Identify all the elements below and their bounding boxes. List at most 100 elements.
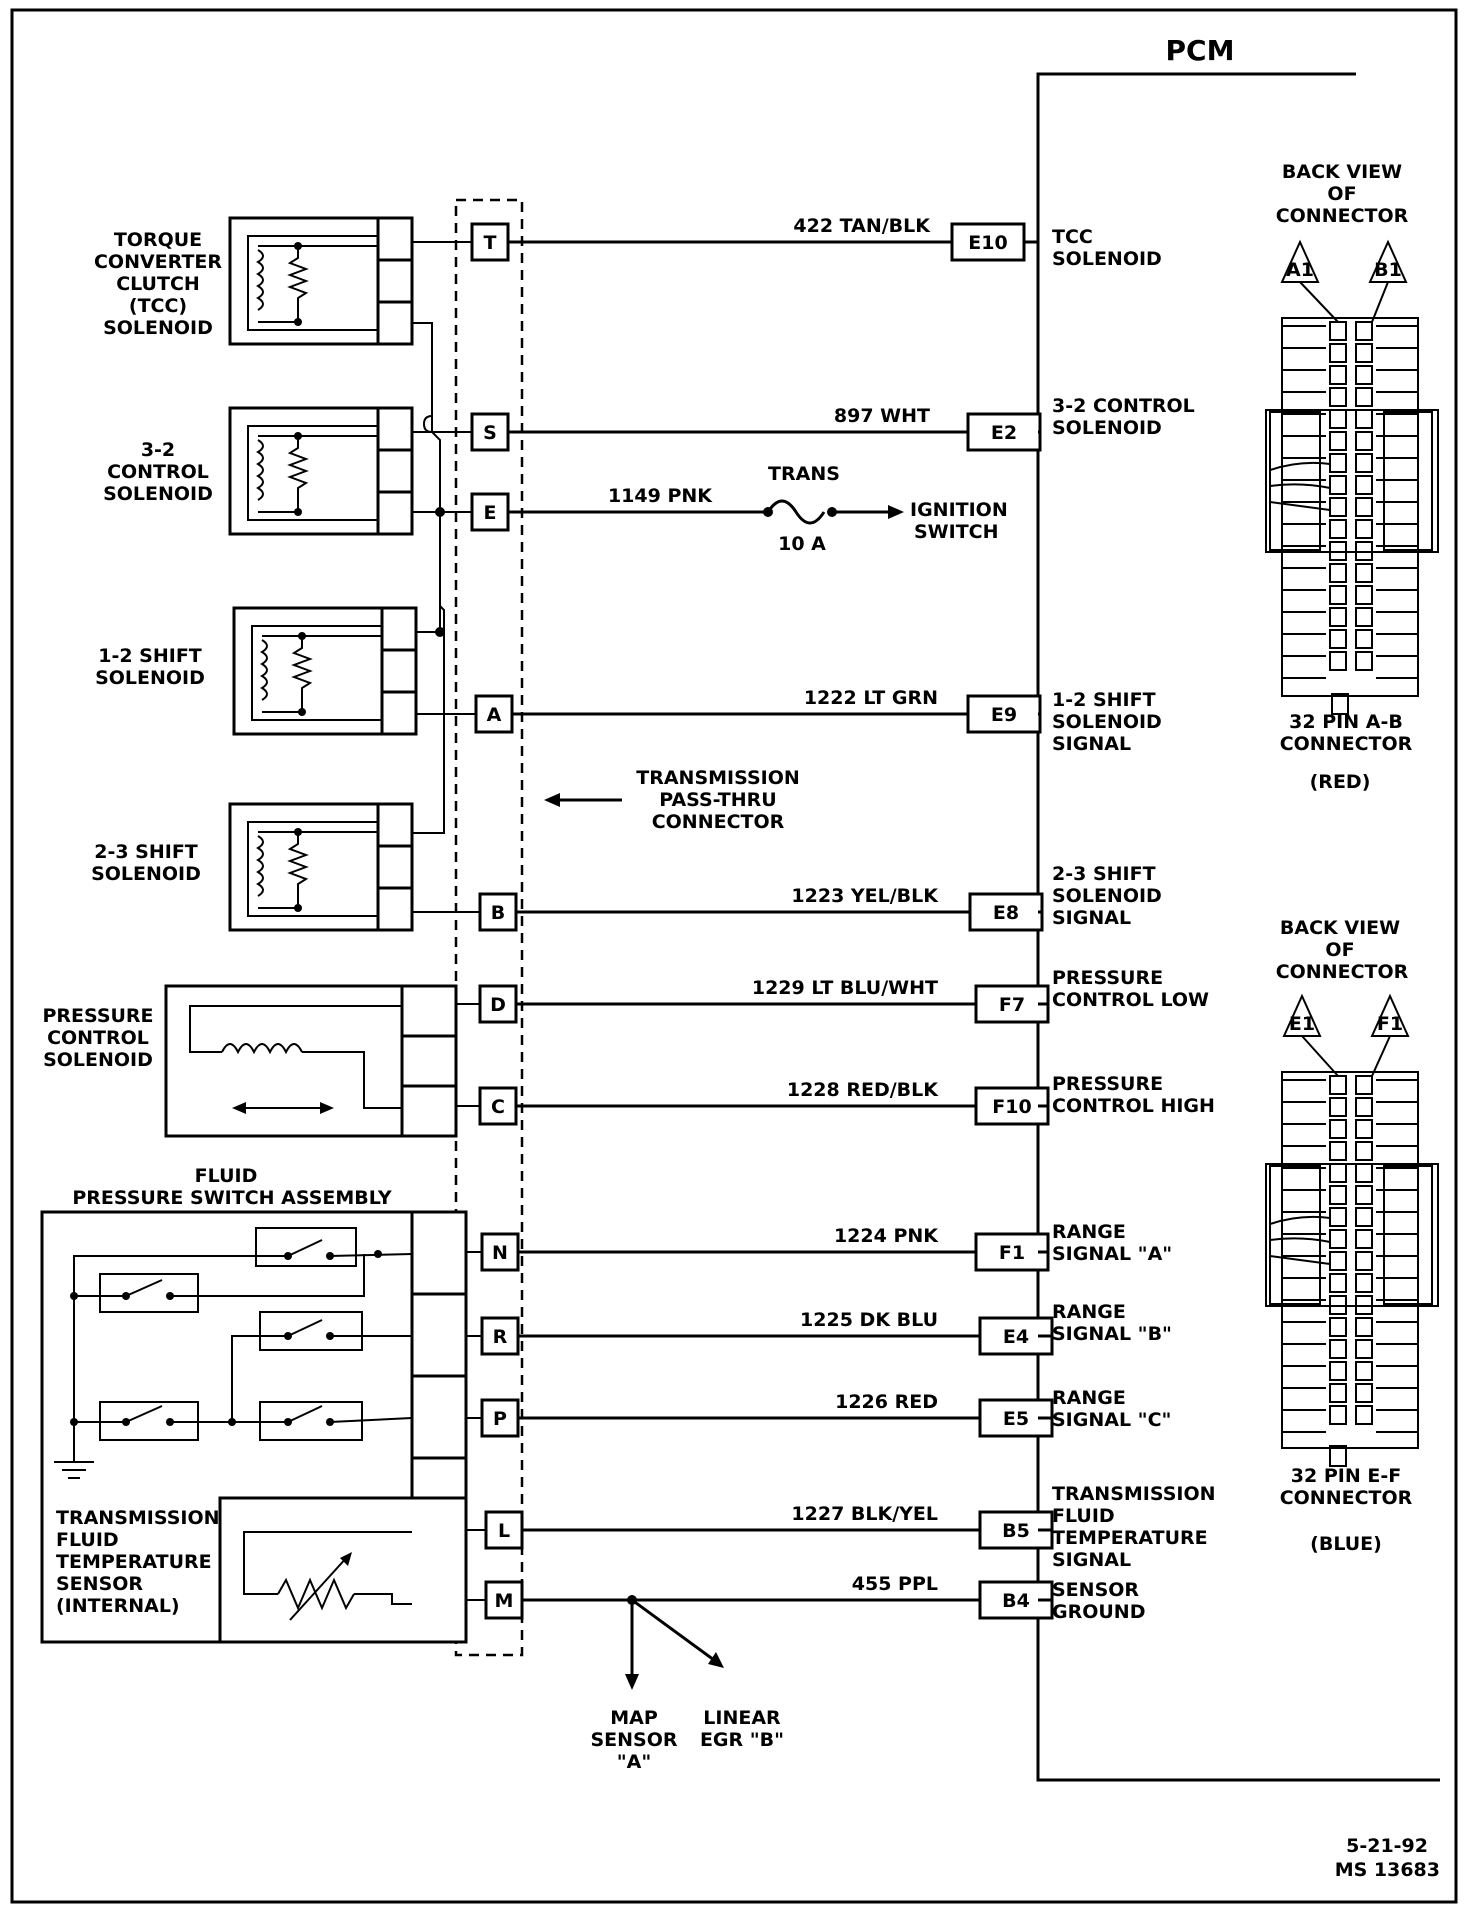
connector-ef: BACK VIEW OF CONNECTOR E1 F1 32 PIN E-F … — [1265, 917, 1439, 1555]
pcm-title: PCM — [1166, 34, 1235, 67]
label-line: CLUTCH — [116, 273, 200, 295]
pcm-signal-label: SOLENOID — [1052, 711, 1162, 733]
passthru-pin-label: P — [493, 1408, 507, 1430]
connector-pin — [1355, 343, 1373, 363]
passthru-pin-label: N — [492, 1242, 508, 1264]
label-line: TORQUE — [114, 229, 202, 251]
pcm-signal-label: RANGE — [1052, 1221, 1126, 1243]
pcm-signal-label: PRESSURE — [1052, 1073, 1163, 1095]
label-line: SENSOR — [56, 1573, 143, 1595]
ground-branches — [625, 1595, 724, 1690]
pcm-signal-label: SOLENOID — [1052, 885, 1162, 907]
pcm-pin-label: E9 — [991, 704, 1017, 726]
pin-b1-label: B1 — [1374, 259, 1402, 281]
connector-header-line: CONNECTOR — [1276, 961, 1409, 983]
connector-pin — [1329, 475, 1347, 495]
pcm-signal-label: 2-3 SHIFT — [1052, 863, 1156, 885]
connector-pin — [1355, 1229, 1373, 1249]
passthru-pin-box — [484, 1510, 524, 1550]
connector-pin — [1355, 1141, 1373, 1161]
connector-pin — [1355, 1383, 1373, 1403]
pcm-signal-label: SOLENOID — [1052, 417, 1162, 439]
label-line: FLUID — [56, 1529, 119, 1551]
connector-pin — [1329, 387, 1347, 407]
connector-pin — [1329, 343, 1347, 363]
pin-a1-label: A1 — [1286, 259, 1314, 281]
connector-pin — [1329, 409, 1347, 429]
ignition-switch-label-1: IGNITION — [910, 499, 1008, 521]
passthru-label: TRANSMISSION PASS-THRU CONNECTOR — [636, 767, 800, 833]
connector-footer-line: CONNECTOR — [1280, 733, 1413, 755]
pcm-pin-box — [966, 412, 1042, 452]
connector-pin — [1355, 1207, 1373, 1227]
connector-pin — [1355, 431, 1373, 451]
passthru-pin-box — [480, 1232, 520, 1272]
pcm-pin-label: E8 — [993, 902, 1019, 924]
label-line: 2-3 SHIFT — [94, 841, 198, 863]
passthru-pin-label: D — [490, 994, 506, 1016]
connector-pin — [1329, 541, 1347, 561]
pcm-pin-label: F7 — [999, 994, 1025, 1016]
connector-ab: BACK VIEW OF CONNECTOR A1 B1 32 PIN A-B … — [1265, 161, 1439, 793]
pcm-signal-label: CONTROL LOW — [1052, 989, 1209, 1011]
pcm-signal-label: RANGE — [1052, 1387, 1126, 1409]
pcm-pin-label: B4 — [1002, 1590, 1030, 1612]
connector-pin — [1329, 1119, 1347, 1139]
connector-pin — [1355, 1273, 1373, 1293]
passthru-pin-label: E — [484, 502, 497, 524]
connector-pin — [1329, 1383, 1347, 1403]
connector-footer-line: 32 PIN E-F — [1291, 1465, 1401, 1487]
connector-pin — [1355, 1163, 1373, 1183]
connector-header-line: OF — [1327, 183, 1356, 205]
label-line: CONVERTER — [94, 251, 222, 273]
wire-label: 897 WHT — [834, 405, 930, 427]
connector-pin — [1329, 607, 1347, 627]
pcm-signal-label: TEMPERATURE — [1052, 1527, 1208, 1549]
pcm-signal-label: FLUID — [1052, 1505, 1115, 1527]
connector-pin — [1355, 321, 1373, 341]
connector-pin — [1329, 1207, 1347, 1227]
connector-pin — [1329, 1251, 1347, 1271]
diagram-date: 5-21-92 — [1346, 1835, 1428, 1857]
pcm-signal-label: CONTROL HIGH — [1052, 1095, 1215, 1117]
ignition-switch-label-2: SWITCH — [914, 521, 999, 543]
pcm-signal-label: TCC — [1052, 226, 1093, 248]
connector-footer-line: 32 PIN A-B — [1289, 711, 1403, 733]
passthru-pin-label: A — [487, 704, 502, 726]
passthru-pin-label: M — [495, 1590, 514, 1612]
shift-12-solenoid-label: 1-2 SHIFT SOLENOID — [95, 645, 205, 689]
pcm-pin-box — [968, 892, 1044, 932]
pcm-pin-label: E10 — [968, 232, 1007, 254]
wire-label: 1223 YEL/BLK — [791, 885, 939, 907]
passthru-label-line-1: TRANSMISSION — [636, 767, 800, 789]
passthru-connector-outline — [454, 198, 524, 1657]
tcc-solenoid-label: TORQUE CONVERTER CLUTCH (TCC) SOLENOID — [94, 229, 222, 339]
label-line: SOLENOID — [43, 1049, 153, 1071]
tcc-solenoid — [228, 216, 414, 346]
linear-egr-label-2: EGR "B" — [700, 1729, 784, 1751]
wire-label: 1225 DK BLU — [800, 1309, 938, 1331]
tft-sensor-label: TRANSMISSION FLUID TEMPERATURE SENSOR (I… — [56, 1507, 220, 1617]
label-line: 1-2 SHIFT — [98, 645, 202, 667]
pcm-pin-label: B5 — [1002, 1520, 1030, 1542]
connector-pin — [1355, 607, 1373, 627]
passthru-pin-box — [470, 492, 510, 532]
label-line: SOLENOID — [103, 483, 213, 505]
ignition-feed-bus — [412, 322, 492, 834]
passthru-pin-label: L — [498, 1520, 510, 1542]
label-line: PRESSURE — [42, 1005, 153, 1027]
pcm-signal-label: SENSOR — [1052, 1579, 1139, 1601]
pcm-signal-label: SIGNAL "C" — [1052, 1409, 1171, 1431]
passthru-label-line-3: CONNECTOR — [652, 811, 785, 833]
arrowhead — [544, 793, 560, 807]
connector-pin — [1329, 1185, 1347, 1205]
connector-pin — [1355, 563, 1373, 583]
pcm-signal-label: SIGNAL "A" — [1052, 1243, 1172, 1265]
connector-pin — [1355, 387, 1373, 407]
pcm-signal-label: TRANSMISSION — [1052, 1483, 1216, 1505]
